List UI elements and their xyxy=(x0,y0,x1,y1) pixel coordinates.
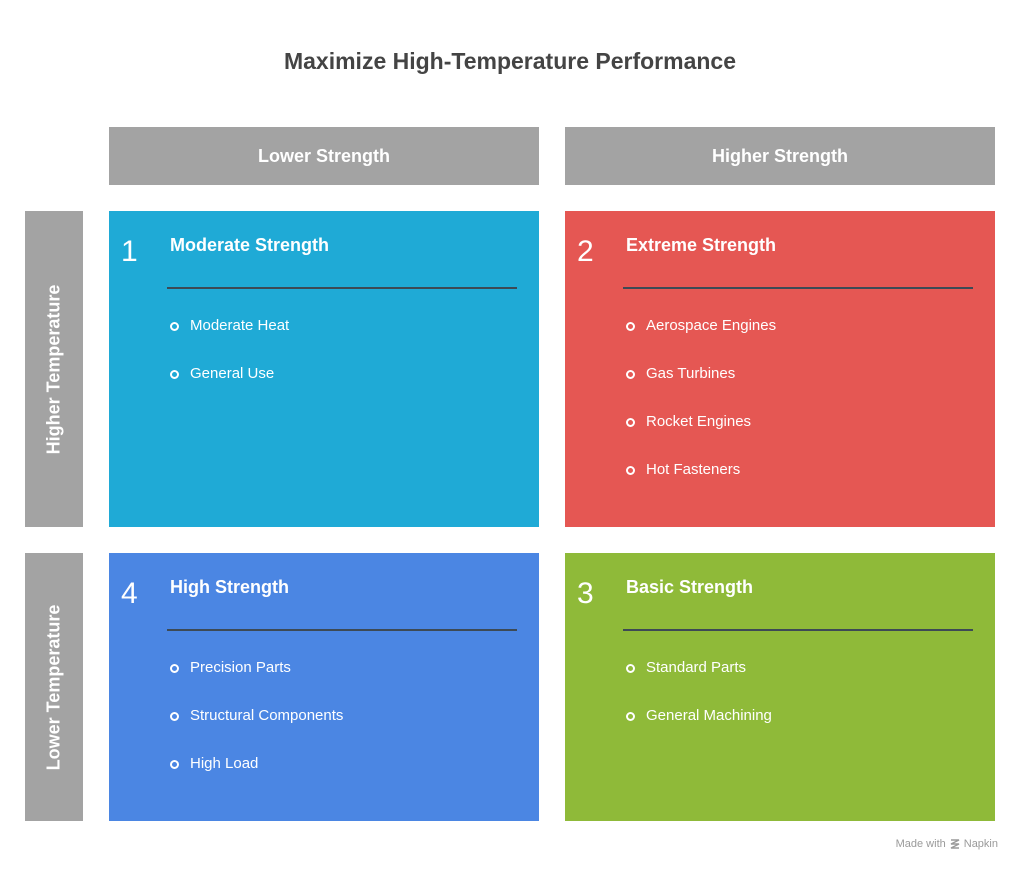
list-item-label: Hot Fasteners xyxy=(646,461,741,478)
quadrant-title: Basic Strength xyxy=(626,577,754,597)
quadrant-extreme-strength: 2 Extreme Strength Aerospace Engines Gas… xyxy=(565,211,995,527)
made-with-label: Made with xyxy=(895,838,946,850)
bullet-icon xyxy=(170,664,179,673)
row-header-label: Lower Temperature xyxy=(43,604,64,770)
list-item: Standard Parts xyxy=(626,659,772,707)
bullet-icon xyxy=(626,418,635,427)
list-item-label: General Use xyxy=(190,365,275,382)
list-item-label: Aerospace Engines xyxy=(646,317,777,334)
bullet-icon xyxy=(170,760,179,769)
bullet-icon xyxy=(626,712,635,721)
list-item-label: Gas Turbines xyxy=(646,365,736,382)
list-item: General Use xyxy=(170,365,289,413)
quadrant-divider xyxy=(623,629,973,631)
napkin-logo-icon xyxy=(950,839,960,849)
bullet-icon xyxy=(626,466,635,475)
list-item: Rocket Engines xyxy=(626,413,776,461)
made-with-footer: Made with Napkin xyxy=(896,838,998,850)
quadrant-title: Extreme Strength xyxy=(626,235,777,255)
list-item: Precision Parts xyxy=(170,659,343,707)
list-item: General Machining xyxy=(626,707,772,755)
list-item-label: Standard Parts xyxy=(646,659,747,676)
quadrant-high-strength: 4 High Strength Precision Parts Structur… xyxy=(109,553,539,821)
list-item: Gas Turbines xyxy=(626,365,776,413)
quadrant-divider xyxy=(167,287,517,289)
list-item-label: High Load xyxy=(190,755,259,772)
quadrant-item-list: Aerospace Engines Gas Turbines Rocket En… xyxy=(626,317,776,509)
list-item: Structural Components xyxy=(170,707,343,755)
quadrant-item-list: Standard Parts General Machining xyxy=(626,659,772,755)
quadrant-item-list: Moderate Heat General Use xyxy=(170,317,289,413)
quadrant-number: 4 xyxy=(121,577,138,610)
list-item: High Load xyxy=(170,755,343,803)
quadrant-number: 3 xyxy=(577,577,594,610)
list-item-label: Rocket Engines xyxy=(646,413,752,430)
quadrant-number: 2 xyxy=(577,235,594,268)
quadrant-title: High Strength xyxy=(170,577,289,597)
bullet-icon xyxy=(626,370,635,379)
list-item-label: Moderate Heat xyxy=(190,317,290,334)
row-header-higher-temperature: Higher Temperature xyxy=(25,211,83,527)
list-item-label: Precision Parts xyxy=(190,659,291,676)
bullet-icon xyxy=(170,370,179,379)
quadrant-divider xyxy=(623,287,973,289)
quadrant-divider xyxy=(167,629,517,631)
quadrant-title: Moderate Strength xyxy=(170,235,330,255)
quadrant-basic-strength: 3 Basic Strength Standard Parts General … xyxy=(565,553,995,821)
column-header-lower-strength: Lower Strength xyxy=(109,127,539,185)
row-header-lower-temperature: Lower Temperature xyxy=(25,553,83,821)
bullet-icon xyxy=(626,664,635,673)
page-title: Maximize High-Temperature Performance xyxy=(283,48,737,74)
list-item: Hot Fasteners xyxy=(626,461,776,509)
quadrant-item-list: Precision Parts Structural Components Hi… xyxy=(170,659,343,803)
bullet-icon xyxy=(170,712,179,721)
list-item: Moderate Heat xyxy=(170,317,289,365)
list-item-label: General Machining xyxy=(646,707,772,724)
bullet-icon xyxy=(170,322,179,331)
quadrant-number: 1 xyxy=(121,235,138,268)
row-header-label: Higher Temperature xyxy=(43,284,64,454)
bullet-icon xyxy=(626,322,635,331)
list-item: Aerospace Engines xyxy=(626,317,776,365)
column-header-higher-strength: Higher Strength xyxy=(565,127,995,185)
brand-label: Napkin xyxy=(963,838,998,850)
list-item-label: Structural Components xyxy=(190,707,344,724)
quadrant-moderate-strength: 1 Moderate Strength Moderate Heat Genera… xyxy=(109,211,539,527)
